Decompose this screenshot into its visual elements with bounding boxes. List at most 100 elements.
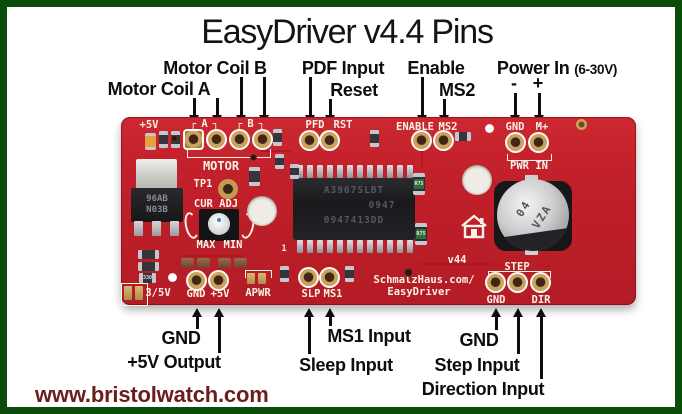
arrow-power-minus <box>509 93 520 124</box>
apwr-bracket <box>245 270 272 278</box>
jumper-pad <box>135 286 143 300</box>
silk-step: STEP <box>504 261 530 273</box>
pin-dir <box>530 272 551 293</box>
voltage-regulator: 96AB N03B <box>131 188 183 222</box>
pcb-trace <box>185 255 243 257</box>
pot-arc-left <box>182 210 201 241</box>
smd-capacitor <box>181 258 194 268</box>
smd-capacitor <box>218 258 231 268</box>
ic-pin <box>317 240 323 253</box>
ic-pin <box>397 240 403 253</box>
arrow-sleep <box>303 308 314 354</box>
smd-r75-label: R75 <box>414 179 424 189</box>
driver-ic-a3967: A3967SLBT 0947 0947413DD <box>293 178 415 240</box>
ic-pin <box>347 240 353 253</box>
smd-resistor <box>138 262 159 271</box>
pin-ms2 <box>433 130 454 151</box>
via <box>168 273 177 282</box>
easydriver-board: +5V ┌A┐ ┌B┐ MOTOR PFD RST ENABLE MS2 GND… <box>121 117 636 306</box>
capacitor-polarity-segment <box>497 227 569 251</box>
mounting-hole <box>247 196 277 226</box>
silk-ms2: MS2 <box>438 121 458 133</box>
pin-5v-bl <box>208 270 229 291</box>
silk-cur-adj: CUR ADJ <box>193 198 239 210</box>
ic-pin <box>377 240 383 253</box>
apwr-pad <box>247 273 255 284</box>
label-enable: Enable <box>407 58 465 78</box>
website-watermark: www.bristolwatch.com <box>35 382 269 407</box>
label-motor-coil-a: Motor Coil A <box>107 79 211 99</box>
pin-motor-b2 <box>252 129 273 150</box>
pin-pfd <box>299 130 320 151</box>
arrow-enable <box>416 77 427 124</box>
via <box>485 124 494 133</box>
ic-pin <box>347 165 353 178</box>
smd-component <box>280 266 289 282</box>
motor-group-bracket <box>187 149 271 158</box>
house-icon <box>461 214 487 239</box>
pin-ms1 <box>319 267 340 288</box>
smd-component <box>273 129 282 146</box>
label-step-input: Step Input <box>434 355 520 375</box>
arrow-power-plus <box>533 93 544 124</box>
jumper-3-5v-outline <box>121 283 148 306</box>
silk-slp: SLP <box>301 288 321 300</box>
jumper-pad <box>124 286 132 300</box>
arrow-direction <box>535 308 546 379</box>
smd-component <box>275 154 284 169</box>
ic-pin <box>387 240 393 253</box>
arrow-ms1 <box>324 308 335 326</box>
label-minus: - <box>511 73 517 93</box>
label-gnd-right: GND <box>459 330 499 350</box>
ic-pin <box>367 240 373 253</box>
capacitor-marking-line2: VZA <box>529 202 555 231</box>
silk-motor: MOTOR <box>202 159 240 173</box>
silk-gnd-top: GND <box>505 121 525 133</box>
silk-url-line2: EasyDriver <box>387 286 451 298</box>
arrow-ms2 <box>438 99 449 124</box>
smd-capacitor <box>197 258 210 268</box>
label-direction-input: Direction Input <box>421 379 545 399</box>
ic-pin <box>397 165 403 178</box>
silk-5v-bl: +5V <box>210 288 230 300</box>
silk-min: MIN <box>223 239 243 251</box>
via <box>250 154 257 161</box>
silk-max: MAX <box>196 239 216 251</box>
ic-pin <box>407 165 413 178</box>
ic-pin <box>307 240 313 253</box>
regulator-leg <box>152 221 161 236</box>
via <box>404 268 413 277</box>
pin-gnd-br <box>485 272 506 293</box>
label-reset: Reset <box>330 80 378 100</box>
capacitor-tab <box>525 249 538 255</box>
smd-component <box>370 130 379 147</box>
label-power-in-text: Power In <box>496 58 570 78</box>
label-gnd-left: GND <box>161 328 201 348</box>
smd-component <box>345 266 354 282</box>
ic-pin <box>387 165 393 178</box>
smd-capacitor <box>234 258 247 268</box>
silk-pfd: PFD <box>305 119 325 131</box>
ic-pin <box>377 165 383 178</box>
silk-3-5v: 3/5V <box>145 287 171 299</box>
via <box>576 119 587 130</box>
silk-bracket-b: ┌B┐ <box>236 118 270 130</box>
arrow-gnd-right <box>490 308 501 330</box>
ic-pin <box>317 165 323 178</box>
regulator-leg <box>170 221 179 236</box>
regulator-leg <box>134 221 143 236</box>
ic-marking-line1: A3967SLBT <box>323 185 385 196</box>
label-ms1-input: MS1 Input <box>327 326 411 346</box>
capacitor-tab <box>525 175 538 181</box>
arrow-motor-b1 <box>235 77 246 124</box>
ic-pin <box>337 165 343 178</box>
pin-gnd-pwr <box>505 132 526 153</box>
pin-rst <box>319 130 340 151</box>
ic-pin <box>307 165 313 178</box>
silk-m-plus: M+ <box>535 121 549 133</box>
capacitor-marking-line1: 04 <box>513 197 534 220</box>
ic-pin <box>297 240 303 253</box>
via <box>171 135 178 142</box>
step-group-bracket <box>488 271 551 278</box>
label-sleep-input: Sleep Input <box>299 355 393 375</box>
